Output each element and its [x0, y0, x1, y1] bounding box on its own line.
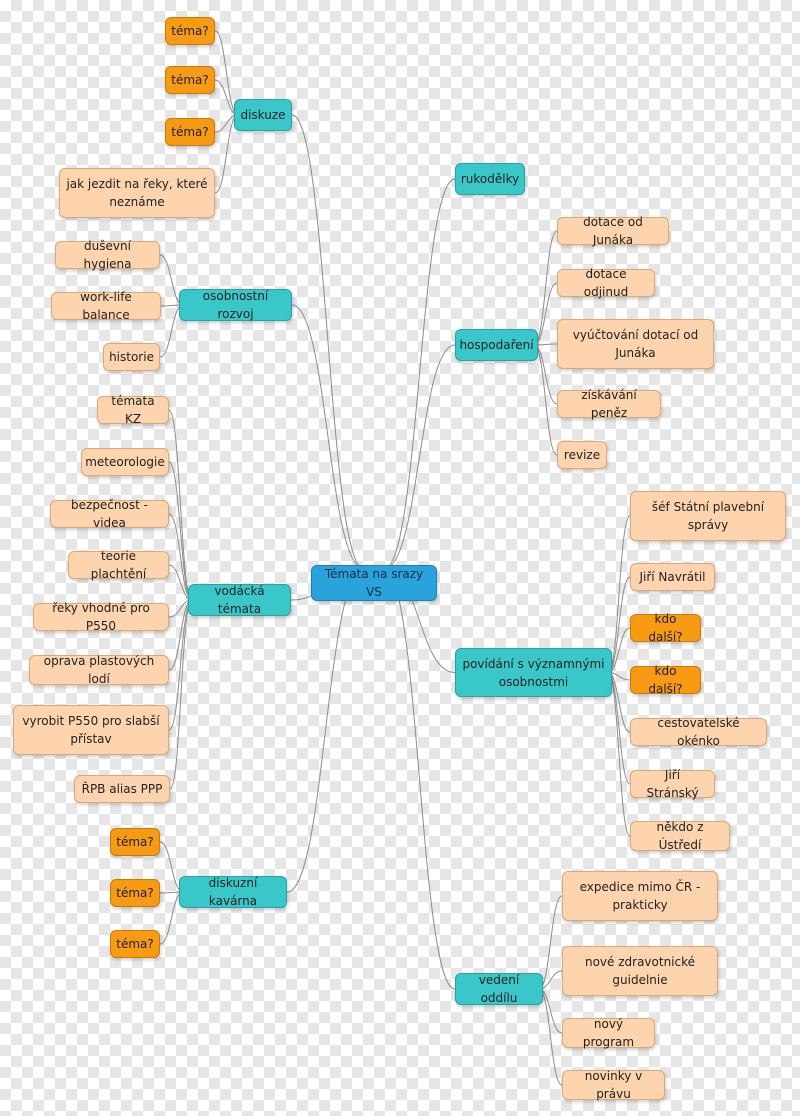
connector-root-branch [291, 114, 365, 570]
topic-temata-kz[interactable]: témata KZ [97, 394, 169, 426]
topic-work-life-balance[interactable]: work-life balance [51, 290, 161, 322]
topic-novinky-v-pravu[interactable]: novinky v právu [562, 1069, 665, 1101]
topic-historie[interactable]: historie [103, 343, 160, 371]
topic-dusevni-hygiena[interactable]: duševní hygiena [55, 239, 160, 271]
branch-vodacka-temata[interactable]: vodácká témata [188, 584, 291, 616]
branch-osobnostni-rozvoj[interactable]: osobnostní rozvoj [179, 289, 292, 321]
topic-placeholder[interactable]: téma? [165, 17, 215, 45]
branch-hospodareni[interactable]: hospodaření [455, 329, 538, 361]
topic-dotace-odjinud[interactable]: dotace odjinud [557, 267, 655, 299]
branch-diskuzni-kavarna[interactable]: diskuzní kavárna [179, 876, 287, 908]
branch-diskuze[interactable]: diskuze [234, 99, 292, 131]
connector-root-branch [291, 304, 365, 570]
topic-bezpecnost-videa[interactable]: bezpečnost - videa [50, 498, 169, 530]
topic-novy-program[interactable]: nový program [562, 1017, 655, 1049]
topic-meteorologie[interactable]: meteorologie [81, 448, 169, 476]
branch-vedeni-oddilu[interactable]: vedení oddílu [455, 973, 543, 1005]
topic-sef-statni-plavebni-spravy[interactable]: šéf Státní plavební správy [630, 491, 786, 541]
topic-jiri-navratil[interactable]: Jiří Navrátil [630, 563, 715, 591]
topic-jak-jezdit[interactable]: jak jezdit na řeky, které neznáme [59, 168, 215, 218]
topic-placeholder[interactable]: téma? [110, 879, 160, 907]
topic-ziskavani-penez[interactable]: získávání peněz [557, 388, 661, 420]
connector-root-branch [383, 344, 456, 570]
topic-expedice-mimo-cr[interactable]: expedice mimo ČR - prakticky [562, 871, 718, 921]
branch-povidani-s-osobnostmi[interactable]: povídání s významnými osobnostmi [455, 648, 612, 697]
topic-dotace-od-junaka[interactable]: dotace od Junáka [557, 215, 669, 247]
topic-vyrobit-p550[interactable]: vyrobit P550 pro slabší přístav [13, 705, 169, 755]
root-topic[interactable]: Témata na srazy VS [311, 565, 437, 601]
topic-oprava-lodi[interactable]: oprava plastových lodí [29, 654, 169, 686]
topic-placeholder[interactable]: téma? [110, 930, 160, 958]
topic-placeholder[interactable]: téma? [165, 66, 215, 94]
connector-root-branch [383, 178, 456, 570]
topic-rpb-ppp[interactable]: ŘPB alias PPP [74, 775, 170, 803]
topic-placeholder[interactable]: kdo další? [630, 612, 701, 644]
topic-placeholder[interactable]: kdo další? [630, 664, 701, 696]
topic-placeholder[interactable]: téma? [110, 828, 160, 856]
topic-nekdo-z-ustredi[interactable]: někdo z Ústředí [630, 820, 730, 852]
topic-jiri-stransky[interactable]: Jiří Stránský [630, 768, 715, 800]
topic-teorie-plachteni[interactable]: teorie plachtění [68, 549, 169, 581]
branch-rukodelky[interactable]: rukodělky [455, 163, 525, 195]
topic-vyuctovani-dotaci[interactable]: vyúčtování dotací od Junáka [557, 319, 714, 369]
topic-reky-vhodne[interactable]: řeky vhodné pro P550 [33, 601, 169, 633]
topic-revize[interactable]: revize [557, 441, 607, 469]
topic-cestovatelske-okenko[interactable]: cestovatelské okénko [630, 716, 767, 748]
topic-placeholder[interactable]: téma? [165, 118, 215, 146]
topic-nove-zdravotnicke-guidelnie[interactable]: nové zdravotnické guidelnie [562, 946, 718, 996]
